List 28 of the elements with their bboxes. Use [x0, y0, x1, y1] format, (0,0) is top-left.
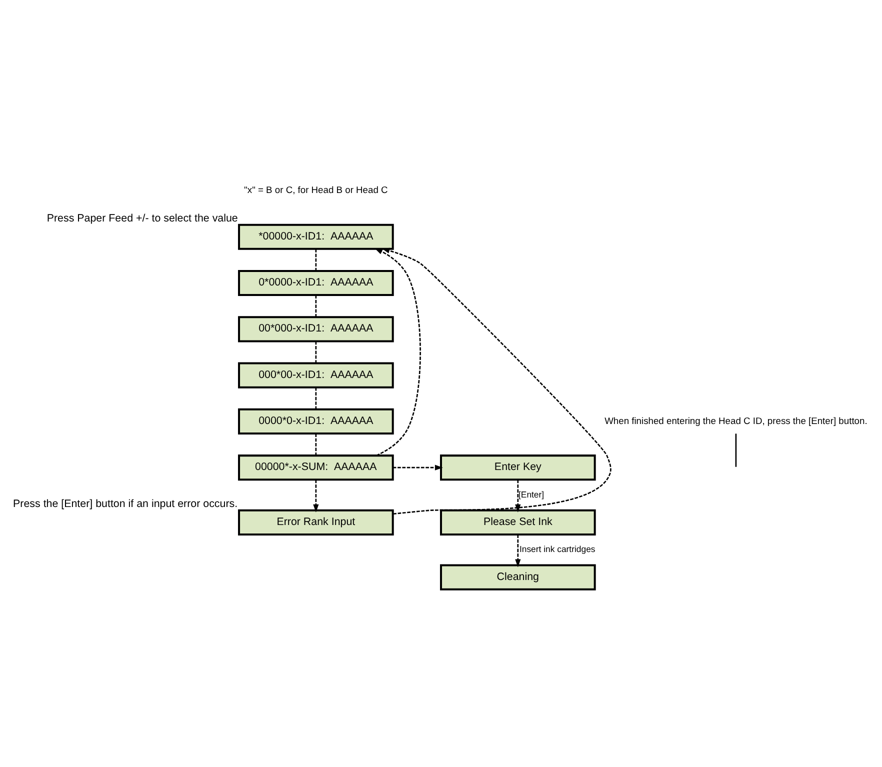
label: "x" = B or C, for Head B or Head C [244, 184, 388, 195]
connector [315, 340, 317, 362]
node-label: Press the [Enter] button if an input error occurs. [13, 497, 238, 510]
arrow [382, 247, 612, 514]
connector [735, 433, 737, 466]
node-box: Enter Key [440, 454, 596, 480]
node-text: When finished entering the Head C ID, press the [Enter] button. [604, 415, 868, 426]
edge-label: [Enter] [518, 488, 544, 499]
arrow [374, 248, 421, 456]
node-box: *00000-x-ID1: AAAAAA [238, 223, 394, 250]
node-box: Error Rank Input [238, 508, 394, 535]
node-box: Cleaning [440, 564, 596, 590]
node-box: 00000*-x-SUM: AAAAAA [238, 454, 394, 480]
edge-label: Insert ink cartridges [519, 544, 596, 554]
connector [315, 248, 317, 270]
connector [315, 433, 317, 455]
connector [315, 387, 317, 409]
arrow [515, 534, 521, 567]
arrow [515, 479, 521, 512]
arrow [313, 479, 319, 512]
node-box: 000*00-x-ID1: AAAAAA [238, 362, 394, 388]
node-box: 00*000-x-ID1: AAAAAA [238, 316, 394, 342]
connector [315, 294, 317, 316]
node-box: 0000*0-x-ID1: AAAAAA [238, 408, 394, 434]
node-box: 0*0000-x-ID1: AAAAAA [238, 269, 394, 296]
node-box: Please Set Ink [440, 508, 596, 535]
node-label: Press Paper Feed +/- to select the value [46, 212, 238, 224]
arrow [392, 464, 443, 470]
